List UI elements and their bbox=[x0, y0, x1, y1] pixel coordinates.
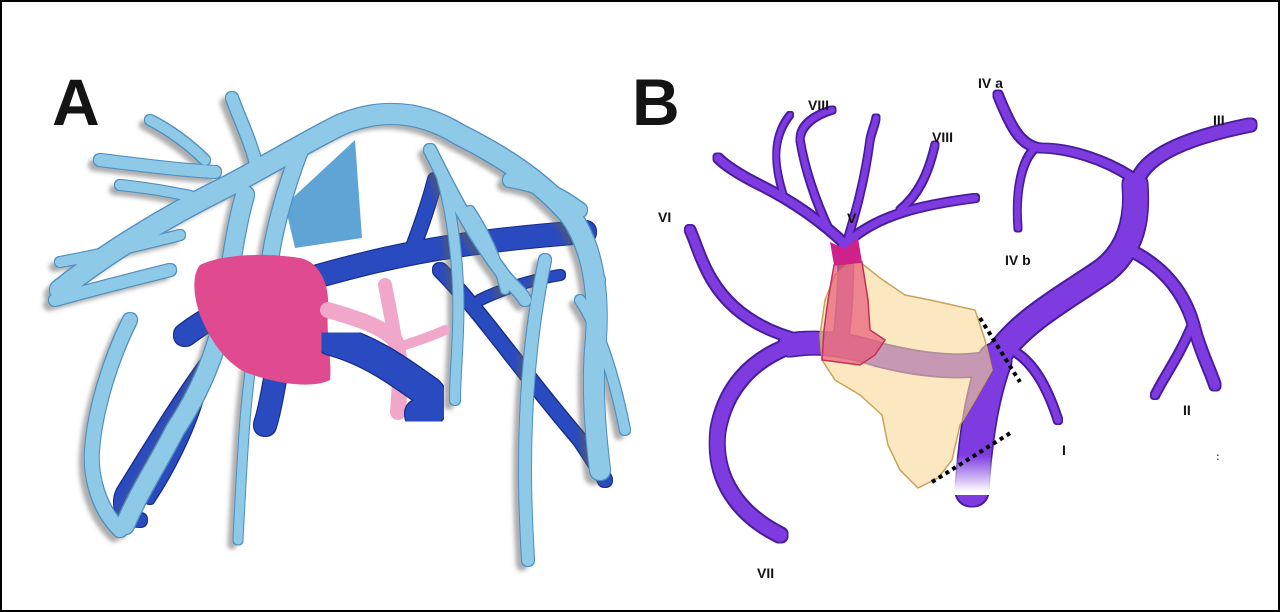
segment-label-viii-right: VIII bbox=[932, 129, 953, 145]
segment-viii-branch bbox=[850, 198, 975, 240]
segment-label-iva: IV a bbox=[978, 75, 1003, 91]
stray-mark: : bbox=[1216, 451, 1220, 463]
panel-a-label: A bbox=[52, 65, 100, 139]
segment-ii-sub-branch bbox=[1155, 325, 1192, 395]
hepatic-vein-branch bbox=[510, 180, 580, 210]
portal-vein-foreground bbox=[332, 340, 434, 414]
hepatic-vein-branch bbox=[100, 160, 215, 172]
portal-vein-branch bbox=[332, 340, 434, 414]
segment-iva-branch bbox=[998, 95, 1130, 176]
hepatic-vein-branch bbox=[232, 98, 255, 160]
segment-label-iii: III bbox=[1213, 112, 1225, 128]
segment-viii-branch bbox=[776, 115, 790, 200]
hepatic-vein-branch bbox=[120, 185, 190, 196]
segment-label-v: V bbox=[847, 210, 857, 226]
panel-b-label: B bbox=[632, 65, 680, 139]
segment-label-vii: VII bbox=[757, 565, 774, 581]
segment-iii-branch bbox=[1135, 125, 1250, 188]
segment-label-ii: II bbox=[1183, 402, 1191, 418]
segment-label-viii-left: VIII bbox=[808, 97, 829, 113]
panel-a: A bbox=[52, 65, 625, 560]
segment-label-vi: VI bbox=[658, 209, 671, 225]
segment-vii-branch bbox=[717, 345, 792, 535]
segment-ivb-branch bbox=[1017, 148, 1035, 228]
segment-label-ivb: IV b bbox=[1005, 252, 1031, 268]
segment-label-i: I bbox=[1062, 442, 1066, 458]
hepatic-vein-branch bbox=[150, 120, 205, 160]
tumor-vessel bbox=[405, 330, 445, 345]
segment-i-branch bbox=[1012, 350, 1058, 420]
segment-vi-branch bbox=[690, 230, 800, 340]
segment-viii-branch bbox=[900, 145, 935, 210]
panel-b: B VIII VIII V VI IV a IV b III II I VII … bbox=[632, 65, 1250, 581]
